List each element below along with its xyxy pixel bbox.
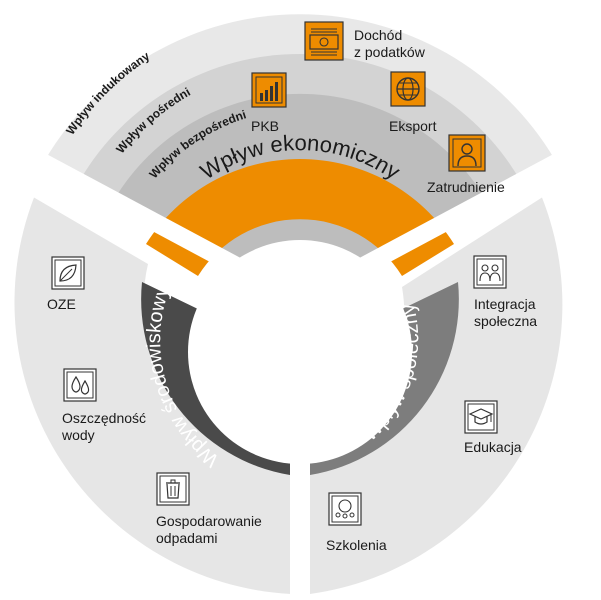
trash-bin-icon xyxy=(156,472,190,506)
globe-icon xyxy=(390,71,426,107)
water-drops-icon xyxy=(63,368,97,402)
item-pkb: PKB xyxy=(251,118,280,134)
gap-right xyxy=(295,142,585,308)
item-szkolenia: Szkolenia xyxy=(326,537,387,553)
graduation-cap-icon xyxy=(464,400,498,434)
item-oze: OZE xyxy=(47,296,76,312)
item-eksport: Eksport xyxy=(389,118,437,134)
item-zatrudnienie: Zatrudnienie xyxy=(427,179,505,195)
people-icon xyxy=(473,255,507,289)
item-woda: Oszczędność wody xyxy=(62,410,147,443)
person-icon xyxy=(448,134,486,172)
bar-chart-icon xyxy=(251,72,287,108)
item-dochod: Dochód z podatków xyxy=(354,27,425,60)
item-integracja: Integracja społeczna xyxy=(474,296,538,329)
environmental-sector-bg xyxy=(14,197,291,594)
item-edukacja: Edukacja xyxy=(464,439,522,455)
item-odpady: Gospodarowanie odpadami xyxy=(156,513,262,546)
gap-left xyxy=(15,142,305,308)
banknote-icon xyxy=(304,21,344,61)
economic-segment xyxy=(146,158,454,276)
presentation-icon xyxy=(328,492,362,526)
social-sector-bg xyxy=(310,197,563,594)
leaf-icon xyxy=(51,256,85,290)
